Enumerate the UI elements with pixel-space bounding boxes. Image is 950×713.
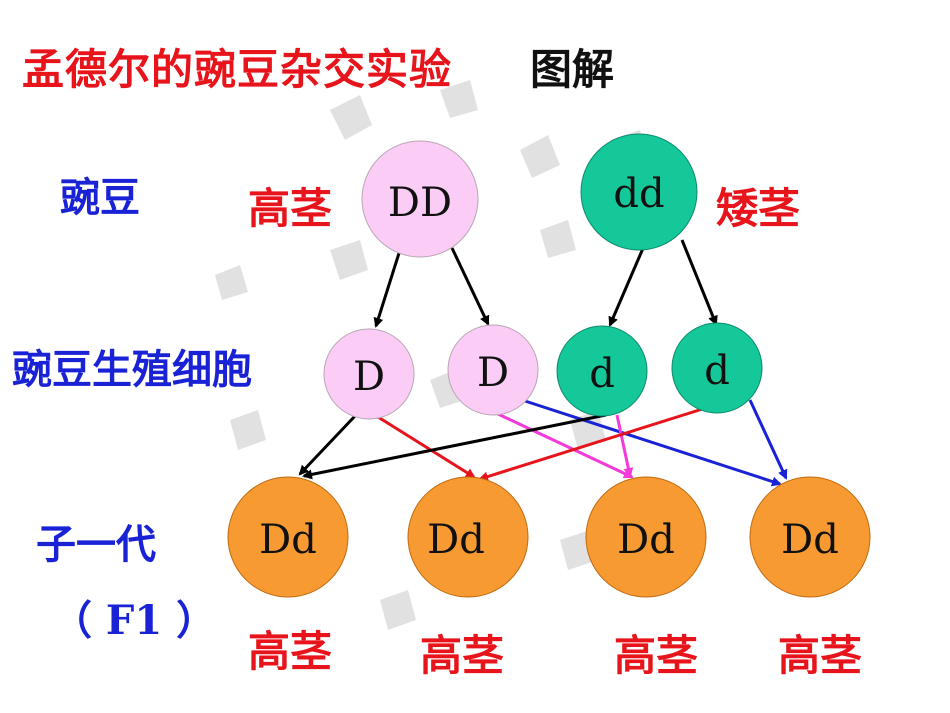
offspring-genotype-4: Dd	[781, 517, 839, 563]
row-label-f1: 子一代	[36, 522, 156, 568]
row-label-f1-sub: （ F1 ）	[52, 597, 217, 644]
diagram-title: 孟德尔的豌豆杂交实验	[22, 45, 453, 94]
arrow-gamete-2-to-offspring-4	[524, 399, 782, 487]
diagram-title-suffix: 图解	[530, 45, 615, 94]
gamete-node-2: D	[447, 324, 539, 416]
gamete-node-4: d	[671, 322, 763, 414]
offspring-node-2: Dd	[407, 476, 529, 598]
arrow-gamete-4-to-offspring-4	[748, 399, 788, 480]
trait-label-parent-short: 矮茎	[716, 184, 801, 233]
gamete-circle-1	[323, 328, 415, 420]
offspring-genotype-3: Dd	[617, 517, 675, 563]
trait-label-offspring-4: 高茎	[778, 631, 863, 680]
offspring-circle-3	[585, 476, 707, 598]
offspring-node-4: Dd	[749, 476, 871, 598]
arrow-gamete-2-to-offspring-3	[497, 412, 634, 479]
arrow-gamete-1-to-offspring-1	[298, 414, 357, 476]
arrow-gamete-3-to-offspring-3	[615, 414, 634, 478]
gamete-node-3: d	[556, 325, 648, 417]
gamete-circle-3	[556, 325, 648, 417]
gamete-allele-2: D	[477, 350, 509, 396]
row-label-parents: 豌豆	[60, 175, 140, 221]
parent-circle-DD	[361, 140, 479, 258]
gamete-circle-2	[447, 324, 539, 416]
offspring-circle-2	[407, 476, 529, 598]
parent-circle-dd	[580, 133, 698, 251]
arrow-dd-to-gamete-3	[608, 245, 646, 327]
offspring-circle-1	[227, 476, 349, 598]
arrow-gamete-4-to-offspring-2	[478, 404, 713, 482]
arrow-DD-to-gamete-1	[373, 249, 402, 328]
parent-genotype-DD: DD	[388, 180, 452, 226]
gamete-allele-4: d	[704, 348, 730, 394]
offspring-node-3: Dd	[585, 476, 707, 598]
parent-genotype-dd: dd	[613, 171, 664, 217]
trait-label-offspring-2: 高茎	[420, 631, 505, 680]
trait-label-offspring-3: 高茎	[614, 631, 699, 680]
trait-label-parent-tall: 高茎	[248, 184, 333, 233]
row-label-gametes: 豌豆生殖细胞	[12, 347, 252, 393]
parent-node-dd: dd	[580, 133, 698, 251]
offspring-genotype-1: Dd	[259, 517, 317, 563]
gamete-node-1: D	[323, 328, 415, 420]
gamete-circle-4	[671, 322, 763, 414]
trait-label-offspring-1: 高茎	[248, 627, 333, 676]
gamete-allele-1: D	[353, 354, 385, 400]
parent-node-DD: DD	[361, 140, 479, 258]
arrow-gamete-3-to-offspring-1	[302, 413, 607, 480]
offspring-circle-4	[749, 476, 871, 598]
arrow-dd-to-gamete-4	[680, 239, 718, 326]
arrow-DD-to-gamete-2	[450, 247, 490, 326]
offspring-genotype-2: Dd	[427, 517, 485, 563]
gamete-allele-3: d	[589, 351, 615, 397]
arrow-gamete-1-to-offspring-2	[377, 415, 476, 479]
offspring-node-1: Dd	[227, 476, 349, 598]
